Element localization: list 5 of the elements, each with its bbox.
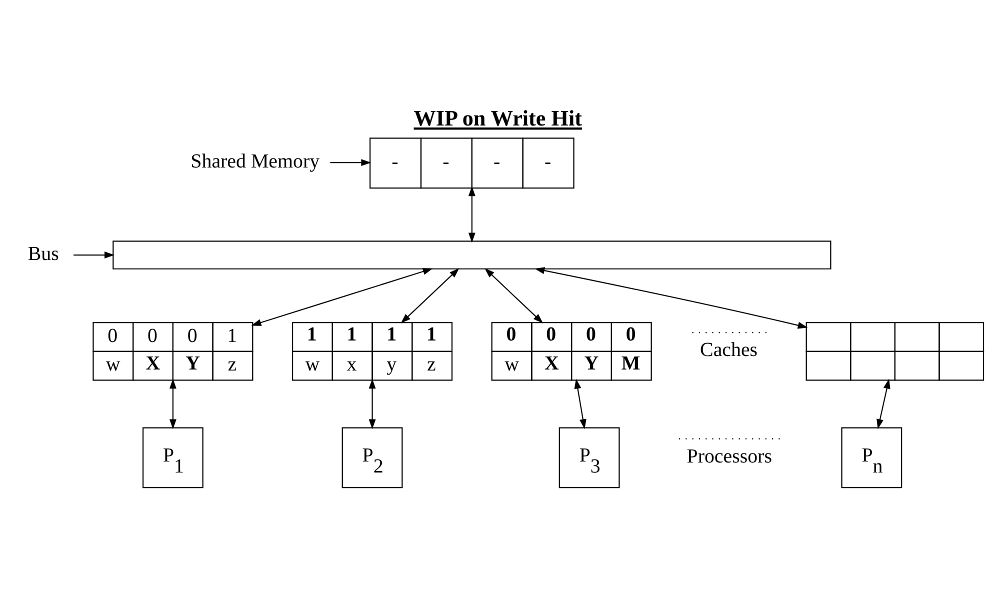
node-text: Shared Memory xyxy=(190,150,320,172)
label: Processors xyxy=(686,446,772,468)
label: Caches xyxy=(700,339,758,362)
diagram-title: WIP on Write Hit xyxy=(414,105,582,130)
node-text: Bus xyxy=(28,242,59,265)
